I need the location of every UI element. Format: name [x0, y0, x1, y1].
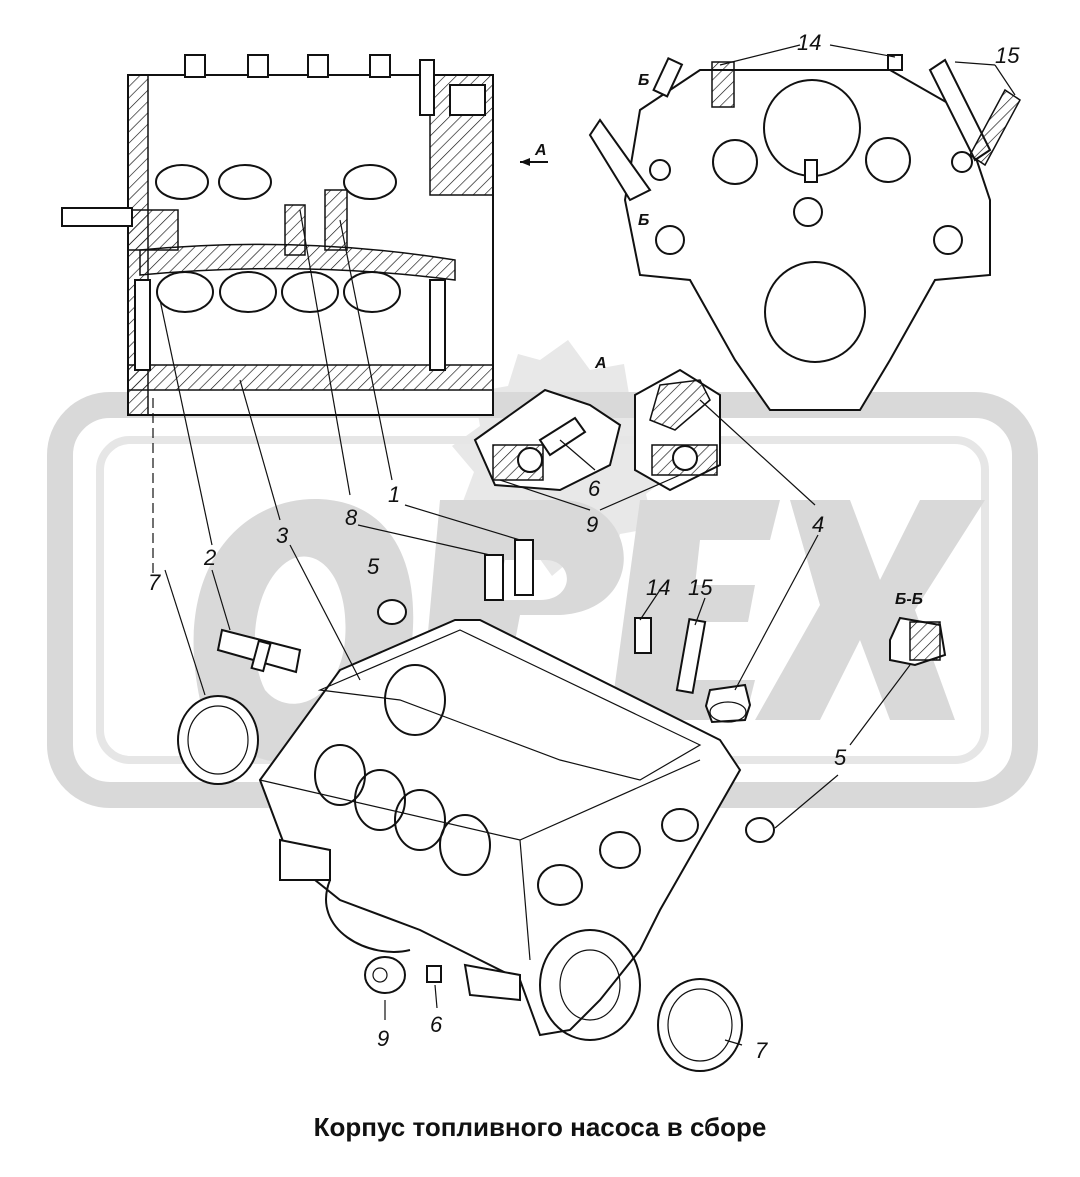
bearing-sleeve-right [657, 978, 743, 1072]
view-label-b-top: Б [638, 72, 649, 89]
plug-5-left [377, 599, 407, 625]
front-view [588, 54, 1021, 411]
dowel-6 [426, 965, 442, 983]
plug-9 [364, 956, 406, 994]
callout-6-detail: 6 [588, 476, 601, 501]
studs-8-1 [484, 539, 534, 601]
view-arrow-label-a: А [534, 142, 547, 159]
callout-5-left: 5 [367, 554, 380, 579]
callout-7-right: 7 [755, 1038, 768, 1063]
callout-8: 8 [345, 505, 358, 530]
leader-lines [152, 44, 1016, 1046]
figure-caption: Корпус топливного насоса в сборе [313, 1112, 767, 1142]
callout-1: 1 [388, 482, 400, 507]
callout-14-loose: 14 [646, 575, 670, 600]
callout-9-detail: 9 [586, 512, 598, 537]
loose-parts [177, 539, 775, 1072]
bearing-sleeve-left [177, 695, 259, 785]
pin-shaft [216, 628, 302, 674]
detail-view-a [473, 368, 721, 492]
callout-15-top: 15 [995, 43, 1020, 68]
callout-14-top: 14 [797, 30, 821, 55]
callout-2: 2 [203, 545, 216, 570]
section-view-b [889, 616, 947, 667]
callout-7-left: 7 [148, 570, 161, 595]
callout-15-loose: 15 [688, 575, 713, 600]
pin-14 [634, 617, 652, 654]
pump-housing-isometric [258, 619, 742, 1041]
fitting-4 [704, 683, 752, 724]
callout-5-right: 5 [834, 745, 847, 770]
callout-4: 4 [812, 512, 824, 537]
callout-6-bottom: 6 [430, 1012, 443, 1037]
section-view-main [61, 54, 548, 416]
callout-9-bottom: 9 [377, 1026, 389, 1051]
view-label-b-bottom: Б [638, 212, 649, 229]
callout-3: 3 [276, 523, 289, 548]
detail-label-a: А [594, 355, 607, 372]
plug-5-right [745, 817, 775, 843]
section-label-b-b: Б-Б [895, 591, 923, 608]
